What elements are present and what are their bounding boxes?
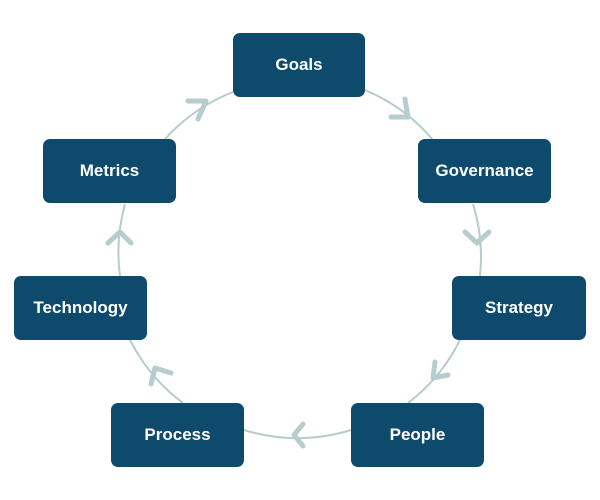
- connector-technology-metrics: [117, 203, 126, 277]
- node-label: Strategy: [484, 298, 554, 317]
- node-label: Metrics: [79, 161, 140, 180]
- node-goals: Goals: [233, 33, 365, 97]
- node-label: Technology: [33, 298, 128, 317]
- node-governance: Governance: [418, 139, 551, 203]
- node-label: Governance: [435, 161, 534, 180]
- arrow-chevron-icon: [430, 359, 451, 381]
- connector-goals-governance: [364, 89, 434, 141]
- arrow-chevron-icon: [462, 229, 492, 246]
- node-label: People: [389, 425, 446, 444]
- node-metrics: Metrics: [43, 139, 176, 203]
- arrow-chevron-icon: [185, 98, 209, 122]
- node-people: People: [351, 403, 484, 467]
- connector-strategy-people: [407, 339, 461, 404]
- arrow-chevron-icon: [291, 421, 306, 449]
- node-strategy: Strategy: [452, 276, 586, 340]
- node-process: Process: [111, 403, 244, 467]
- arrow-chevron-icon: [388, 96, 411, 120]
- node-label: Process: [144, 425, 211, 444]
- node-label: Goals: [275, 55, 323, 74]
- arrow-chevron-icon: [148, 365, 174, 387]
- connector-metrics-goals: [164, 91, 234, 140]
- node-technology: Technology: [14, 276, 147, 340]
- arrow-chevron-icon: [105, 229, 134, 246]
